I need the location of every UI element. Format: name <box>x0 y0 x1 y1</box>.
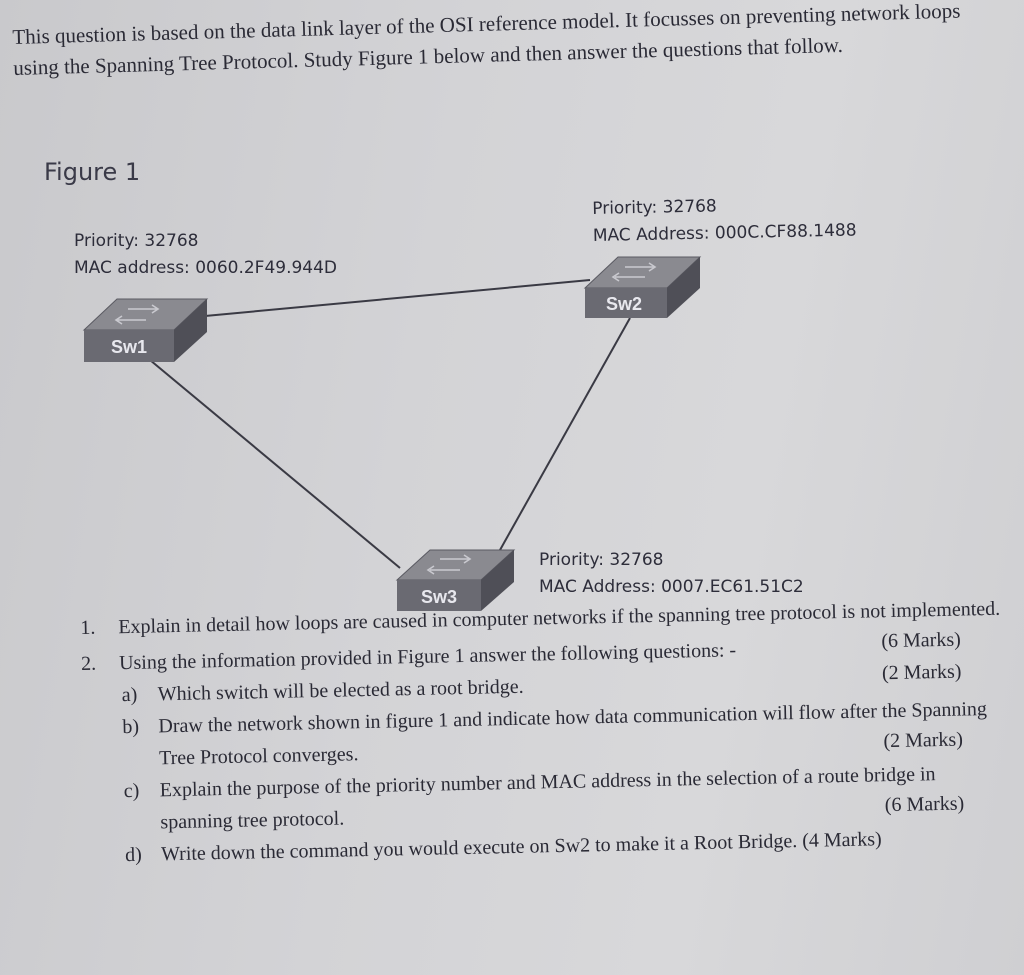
question-2-number: 2. <box>80 652 97 675</box>
link-sw1-sw2 <box>204 279 591 317</box>
question-2d-number: d) <box>124 843 142 867</box>
figure-title: Figure 1 <box>44 158 141 186</box>
question-2b-marks: (2 Marks) <box>883 728 964 753</box>
sw1-info: Priority: 32768 MAC address: 0060.2F49.9… <box>74 228 337 282</box>
switch-sw3: Sw3 <box>395 549 516 611</box>
sw2-info: Priority: 32768 MAC Address: 000C.CF88.1… <box>592 190 857 250</box>
sw3-mac: MAC Address: 0007.EC61.51C2 <box>539 577 804 597</box>
question-1-number: 1. <box>80 616 96 639</box>
switch-sw3-label: Sw3 <box>421 587 457 607</box>
question-2a-marks: (2 Marks) <box>881 660 962 685</box>
question-2c-marks: (6 Marks) <box>884 792 965 817</box>
sw3-priority: Priority: 32768 <box>539 550 664 570</box>
question-2b-number: b) <box>122 715 140 739</box>
sw1-mac: MAC address: 0060.2F49.944D <box>74 258 338 278</box>
link-sw1-sw3 <box>149 359 401 569</box>
switch-sw2-label: Sw2 <box>606 294 642 314</box>
sw2-mac: MAC Address: 000C.CF88.1488 <box>592 220 857 246</box>
switch-sw1-label: Sw1 <box>111 337 147 357</box>
question-2d-marks: (4 Marks) <box>802 828 882 852</box>
switch-sw2: Sw2 <box>583 256 702 318</box>
sw1-priority: Priority: 32768 <box>74 231 199 251</box>
link-sw2-sw3 <box>499 317 631 551</box>
question-2a-number: a) <box>121 683 138 707</box>
sw3-info: Priority: 32768 MAC Address: 0007.EC61.5… <box>539 547 804 601</box>
questions-section: 1. Explain in detail how loops are cause… <box>80 593 1005 872</box>
question-2c-number: c) <box>123 779 140 803</box>
switch-sw1: Sw1 <box>82 298 209 362</box>
